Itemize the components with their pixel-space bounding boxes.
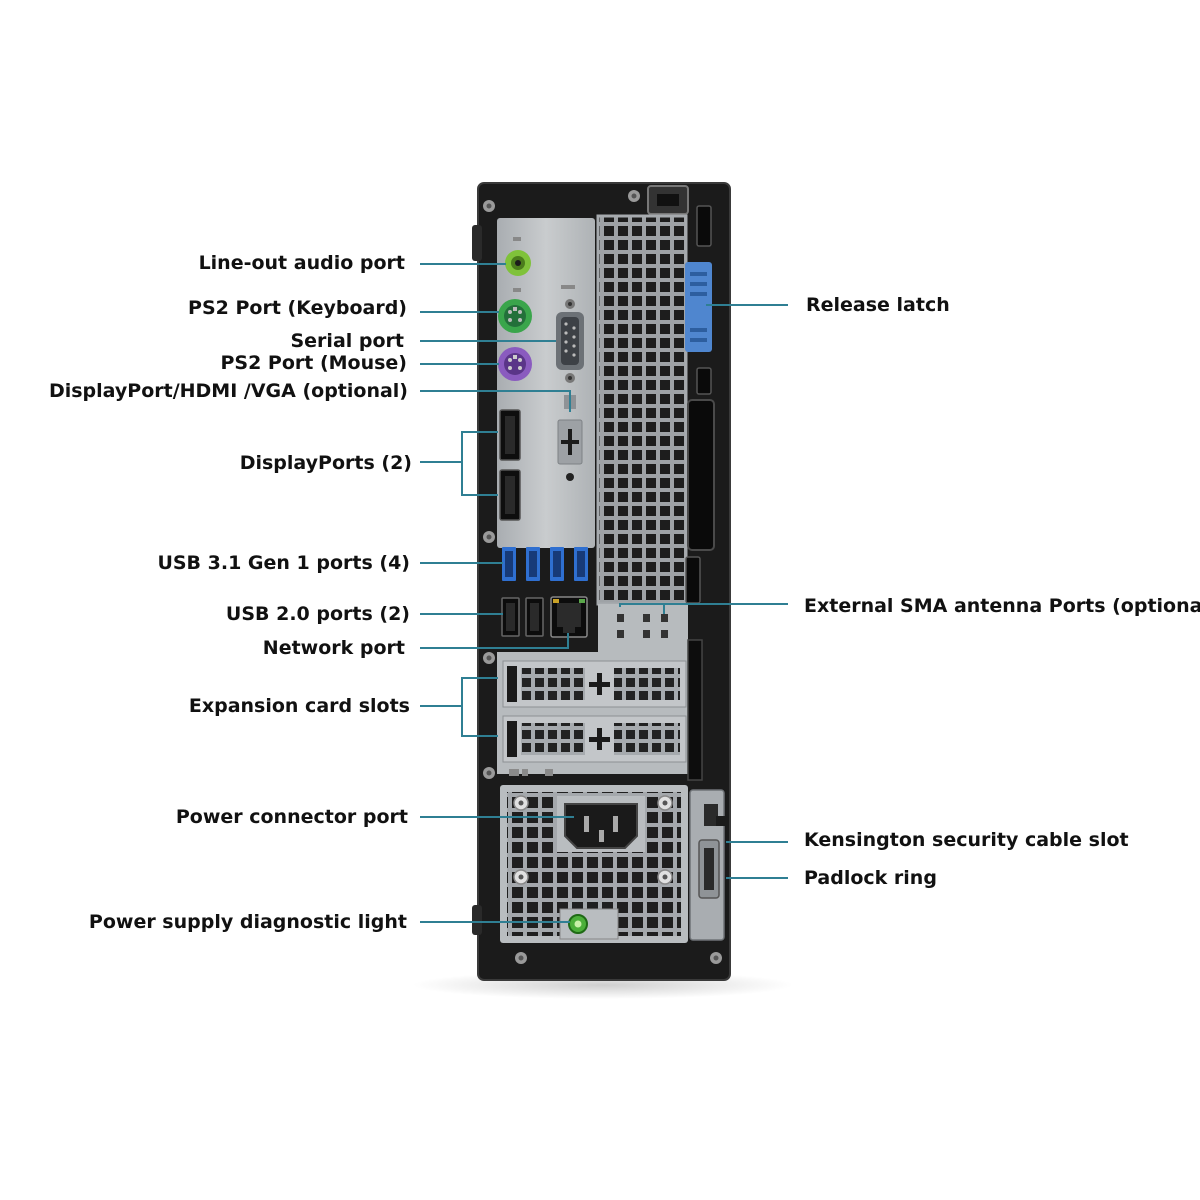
sma-antenna-ports (598, 604, 688, 654)
ventilation-grill (598, 216, 686, 604)
displayport-2 (499, 469, 521, 521)
label-display-optional: DisplayPort/HDMI /VGA (optional) (48, 380, 408, 402)
serial-port (556, 299, 584, 383)
callout-bracket-expansion (461, 677, 498, 737)
label-serial-port: Serial port (290, 330, 404, 352)
power-connector-port (557, 796, 645, 852)
label-displayports: DisplayPorts (2) (239, 452, 412, 474)
security-bracket (689, 789, 726, 941)
label-kensington-slot: Kensington security cable slot (804, 829, 1129, 851)
label-sma-antenna: External SMA antenna Ports (optional) (804, 595, 1200, 617)
label-line-out-audio-port: Line-out audio port (198, 252, 405, 274)
label-ps2-mouse: PS2 Port (Mouse) (220, 352, 407, 374)
callout-bracket-displayports (461, 431, 498, 496)
callout-lines (420, 263, 788, 923)
label-network-port: Network port (262, 637, 405, 659)
ps2-keyboard-port (498, 299, 532, 333)
callout-line-network (420, 633, 569, 649)
label-power-connector: Power connector port (175, 806, 408, 828)
label-expansion-slots: Expansion card slots (188, 695, 410, 717)
displayport-1 (499, 409, 521, 461)
ps2-mouse-port (498, 347, 532, 381)
label-padlock-ring: Padlock ring (804, 867, 937, 889)
usb20-ports (501, 597, 544, 637)
label-usb31-ports: USB 3.1 Gen 1 ports (4) (157, 552, 410, 574)
callout-line-sma (619, 603, 788, 607)
release-latch (685, 262, 712, 352)
power-supply-unit (500, 785, 688, 943)
callout-line-video-optional (420, 390, 571, 412)
expansion-slot-2 (502, 715, 687, 763)
label-release-latch: Release latch (806, 294, 950, 316)
usb31-ports (502, 547, 588, 581)
network-port-rj45 (550, 596, 588, 638)
label-psu-diagnostic-light: Power supply diagnostic light (88, 911, 407, 933)
line-out-audio-jack (505, 250, 531, 276)
label-ps2-keyboard: PS2 Port (Keyboard) (188, 297, 407, 319)
expansion-slot-1 (502, 660, 687, 708)
label-usb20-ports: USB 2.0 ports (2) (225, 603, 410, 625)
